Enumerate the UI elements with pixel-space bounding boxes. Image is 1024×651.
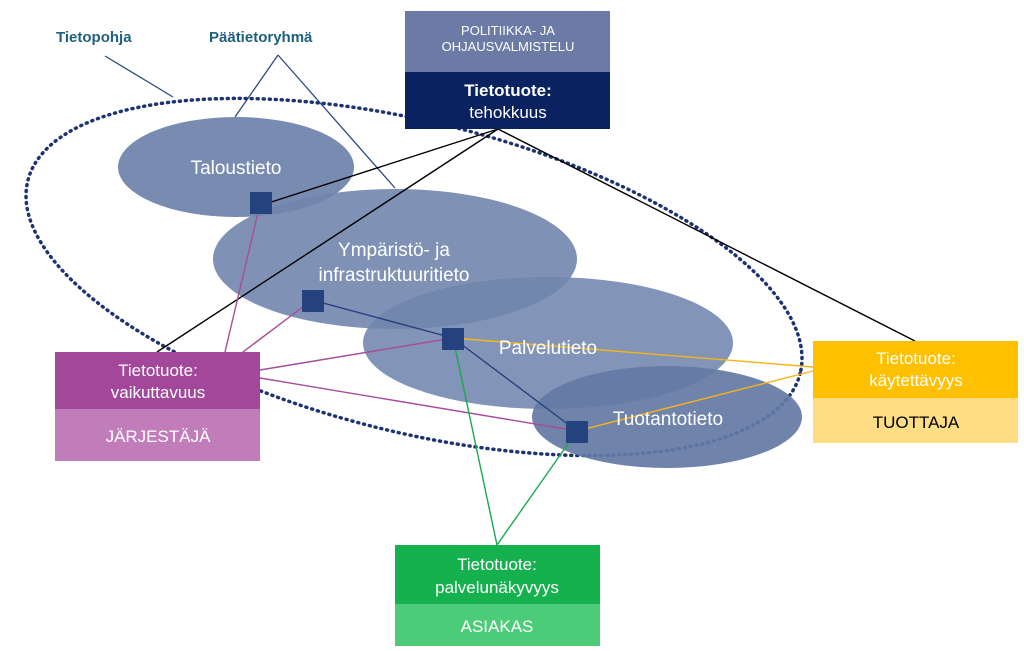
green-lines	[452, 337, 578, 546]
label-taloustieto: Taloustieto	[191, 158, 282, 179]
label-ymparisto-line1: Ympäristö- ja	[338, 240, 450, 261]
line-jarjestaja-taloustieto	[224, 203, 261, 353]
line-jarjestaja-ymparisto	[234, 299, 313, 359]
line-asiakas-tuotanto	[496, 430, 578, 546]
ellipse-taloustieto	[118, 117, 354, 217]
tuottaja-role: TUOTTAJA	[873, 413, 960, 432]
politiikka-product-bg	[405, 72, 610, 129]
purple-lines	[224, 203, 578, 432]
callout-lines	[104, 54, 396, 189]
tuottaja-role-bg	[813, 398, 1018, 443]
politiikka-header-bg	[405, 11, 610, 72]
jarjestaja-product-bg	[55, 352, 260, 409]
node-tuotantotieto	[566, 421, 588, 443]
politiikka-header-line2: OHJAUSVALMISTELU	[442, 39, 575, 54]
label-palvelutieto: Palvelutieto	[499, 338, 597, 359]
tietopohja-pointer	[104, 55, 174, 98]
asiakas-role-bg	[395, 604, 600, 646]
jarjestaja-role-bg	[55, 409, 260, 461]
yellow-lines	[452, 337, 814, 432]
asiakas-product-line2: palvelunäkyvyys	[435, 578, 559, 597]
line-jarjestaja-palvelu	[259, 337, 454, 371]
jarjestaja-product-line2: vaikuttavuus	[111, 383, 206, 402]
line-tuottaja-palvelu	[452, 337, 814, 368]
nodes	[250, 192, 588, 443]
asiakas-product-bg	[395, 545, 600, 604]
box-jarjestaja: Tietotuote: vaikuttavuus JÄRJESTÄJÄ	[55, 352, 260, 461]
line-ymparisto-palvelu	[311, 299, 454, 339]
line-politiikka-tuottaja	[497, 128, 916, 342]
box-politiikka: POLITIIKKA- JA OHJAUSVALMISTELU Tietotuo…	[405, 11, 610, 129]
paatietoryhma-pointer-left	[234, 54, 279, 118]
line-jarjestaja-tuotanto	[259, 377, 578, 432]
callout-tietopohja: Tietopohja	[56, 29, 132, 46]
paatietoryhma-pointer-right	[277, 54, 396, 189]
jarjestaja-product-line1: Tietotuote:	[118, 361, 198, 380]
label-ymparisto-line2: infrastruktuuritieto	[318, 265, 469, 286]
box-asiakas: Tietotuote: palvelunäkyvyys ASIAKAS	[395, 545, 600, 646]
jarjestaja-role: JÄRJESTÄJÄ	[106, 427, 212, 446]
line-tuottaja-tuotanto	[576, 370, 814, 432]
politiikka-header-line1: POLITIIKKA- JA	[461, 23, 555, 38]
line-politiikka-jarjestaja	[156, 128, 499, 353]
politiikka-product-line1: Tietotuote:	[464, 81, 552, 100]
node-palvelutieto	[442, 328, 464, 350]
line-politiikka-taloustieto	[261, 128, 499, 206]
tuottaja-product-line1: Tietotuote:	[876, 349, 956, 368]
navy-lines	[311, 299, 578, 432]
line-palvelu-tuotanto	[452, 337, 578, 432]
label-tuotantotieto: Tuotantotieto	[613, 409, 723, 430]
node-ymparisto	[302, 290, 324, 312]
asiakas-product-line1: Tietotuote:	[457, 555, 537, 574]
tuottaja-product-bg	[813, 341, 1018, 398]
tuottaja-product-line2: käytettävyys	[869, 371, 963, 390]
black-lines	[156, 128, 916, 353]
box-tuottaja: Tietotuote: käytettävyys TUOTTAJA	[813, 341, 1018, 443]
politiikka-product-line2: tehokkuus	[469, 103, 547, 122]
callout-paatietoryhma: Päätietoryhmä	[209, 29, 313, 46]
line-asiakas-palvelu	[452, 337, 498, 546]
tietopohja-boundary	[24, 96, 804, 458]
connections	[156, 128, 916, 546]
node-taloustieto	[250, 192, 272, 214]
asiakas-role: ASIAKAS	[461, 617, 534, 636]
